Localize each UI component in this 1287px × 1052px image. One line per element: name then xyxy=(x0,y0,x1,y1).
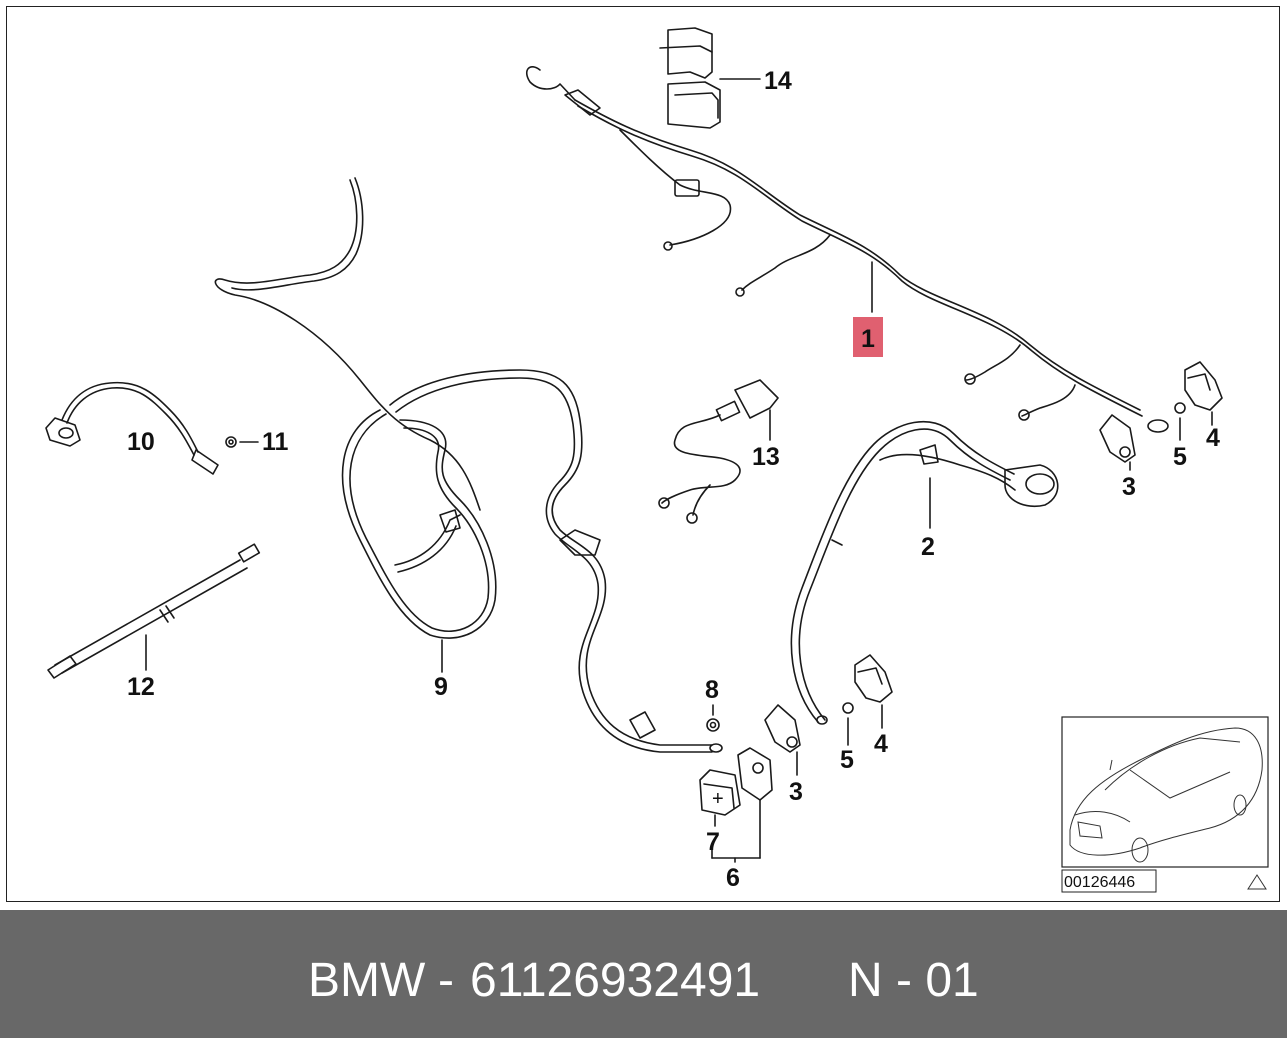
callout-4-upper: 4 xyxy=(1206,424,1220,452)
clip-part-3-upper xyxy=(1099,414,1136,471)
callout-3-upper: 3 xyxy=(1122,473,1136,501)
callout-10: 10 xyxy=(127,428,155,456)
cap-part-4-lower xyxy=(854,654,893,729)
warning-triangle-icon xyxy=(1247,874,1267,890)
callout-7: 7 xyxy=(706,828,720,856)
callout-13: 13 xyxy=(752,443,780,471)
callout-1-highlight xyxy=(853,317,883,357)
nut-part-11 xyxy=(225,436,259,448)
callout-5-lower: 5 xyxy=(840,746,854,774)
footer-part-number: 61126932491 xyxy=(470,954,761,1007)
cable-part-2 xyxy=(790,420,1059,725)
callout-8: 8 xyxy=(705,676,719,704)
cable-part-12 xyxy=(47,543,261,679)
callout-3-lower: 3 xyxy=(789,778,803,806)
plus-sign: + xyxy=(712,788,724,810)
callout-1: 1 xyxy=(861,325,875,353)
footer-separator: - xyxy=(438,954,454,1007)
callout-4-lower: 4 xyxy=(874,730,888,758)
car-location-inset xyxy=(1061,716,1269,868)
callout-2: 2 xyxy=(921,533,935,561)
cover-part-7 xyxy=(699,769,741,827)
sensor-part-13 xyxy=(658,379,779,524)
parts-diagram: + 1 2 3 3 4 4 5 5 6 7 8 9 10 11 12 13 14… xyxy=(45,27,1269,893)
nut-part-5-lower xyxy=(842,702,854,746)
callout-5-upper: 5 xyxy=(1173,443,1187,471)
cap-part-4-upper xyxy=(1184,361,1223,426)
callout-12: 12 xyxy=(127,673,155,701)
relay-box-part-14 xyxy=(659,27,761,129)
reference-number: 00126446 xyxy=(1064,874,1135,891)
cable-part-10 xyxy=(45,381,219,475)
cable-part-9 xyxy=(214,177,723,753)
callout-14: 14 xyxy=(764,67,792,95)
footer-brand: BMW xyxy=(308,954,426,1007)
callout-6: 6 xyxy=(726,864,740,892)
footer-bar: BMW - 61126932491 N - 01 xyxy=(0,910,1287,1038)
footer-page-code: N - 01 xyxy=(848,954,979,1007)
reference-number-box xyxy=(1061,869,1157,893)
clip-part-3-lower xyxy=(764,704,801,776)
cover-part-6 xyxy=(711,747,773,863)
callout-9: 9 xyxy=(434,673,448,701)
callout-11: 11 xyxy=(262,428,289,456)
nut-part-8 xyxy=(706,704,720,732)
nut-part-5-upper xyxy=(1174,402,1186,441)
harness-part-1 xyxy=(525,66,1169,433)
